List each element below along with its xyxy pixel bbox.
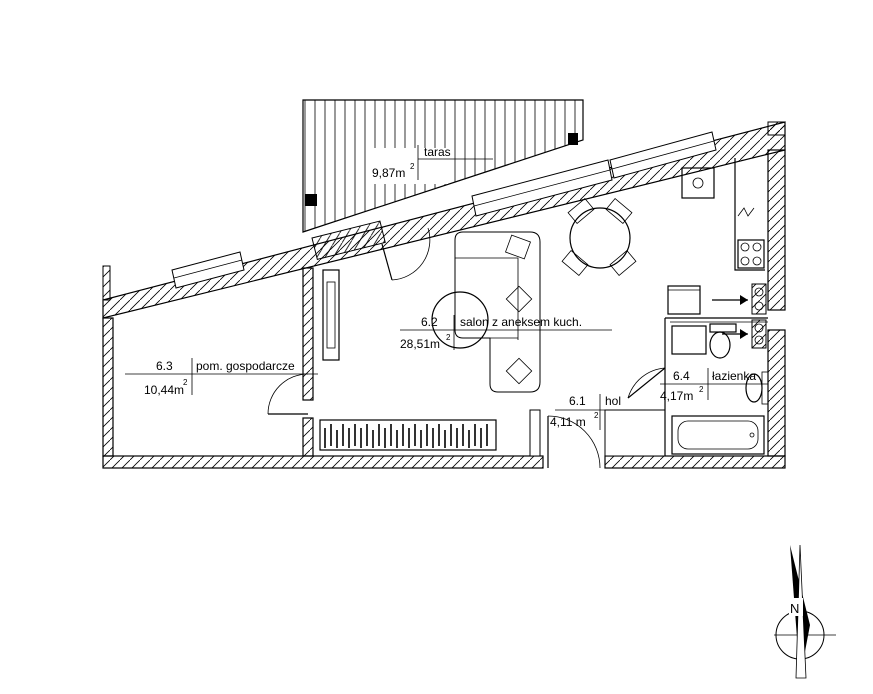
- terrace-door: [381, 227, 431, 281]
- north-arrow-icon: N: [774, 544, 836, 679]
- bathroom-door: [627, 367, 666, 399]
- hall-area-sup: 2: [594, 411, 599, 420]
- bathroom-area-sup: 2: [699, 385, 704, 394]
- kitchen-tap: [737, 207, 755, 217]
- doors: [267, 227, 666, 469]
- walls: [102, 149, 786, 469]
- utility-door: [267, 373, 309, 415]
- dining-set: [561, 198, 637, 276]
- kitchen-unit: [667, 158, 765, 315]
- hall-entry-door: [547, 415, 601, 469]
- terrace-post-right: [568, 133, 578, 145]
- roof-window-1: [171, 251, 245, 289]
- living-area: 28,51m: [400, 337, 440, 351]
- north-letter: N: [790, 601, 799, 616]
- roof-window-3: [609, 131, 717, 179]
- toilet: [709, 323, 737, 359]
- washing-machine: [671, 325, 707, 355]
- riser-arrow-1: [712, 283, 767, 315]
- roof-window-2: [471, 159, 613, 217]
- terrace-area-sup: 2: [410, 162, 415, 171]
- label-terrace: taras 9,87m 2: [372, 145, 493, 180]
- label-utility: 6.3 pom. gospodarcze 10,44m 2: [125, 358, 318, 397]
- living-number: 6.2: [421, 315, 438, 329]
- terrace-name: taras: [424, 145, 451, 159]
- terrace-label-box: [368, 148, 448, 184]
- sink: [681, 167, 715, 199]
- bathroom-name: łazienka: [712, 369, 756, 383]
- utility-name: pom. gospodarcze: [196, 359, 295, 373]
- boiler: [667, 285, 701, 315]
- utility-area: 10,44m: [144, 383, 184, 397]
- terrace-post-left: [305, 194, 317, 206]
- hall-area: 4,11 m: [550, 415, 586, 429]
- utility-number: 6.3: [156, 359, 173, 373]
- label-bathroom: 6.4 łazienka 4,17m 2: [660, 368, 768, 403]
- terrace: [302, 99, 584, 233]
- riser-arrow-2: [722, 319, 767, 349]
- hall-number: 6.1: [569, 394, 586, 408]
- terrace-area: 9,87m: [372, 166, 405, 180]
- living-name: salon z aneksem kuch.: [460, 315, 582, 329]
- bathroom-number: 6.4: [673, 369, 690, 383]
- bathroom-area: 4,17m: [660, 389, 693, 403]
- sofa: [454, 231, 541, 393]
- label-living: 6.2 salon z aneksem kuch. 28,51m 2: [400, 315, 612, 351]
- cooktop: [737, 239, 765, 269]
- coffee-table: [431, 291, 489, 349]
- living-area-sup: 2: [446, 333, 451, 342]
- label-hall: 6.1 hol 4,11 m 2: [550, 394, 640, 430]
- washbasin: [745, 371, 769, 405]
- sloped-roof-wall: [102, 121, 786, 319]
- utility-area-sup: 2: [183, 378, 188, 387]
- hall-name: hol: [605, 394, 621, 408]
- wardrobe-cabinet: [322, 269, 340, 361]
- radiator: [319, 419, 497, 451]
- bathtub: [671, 415, 765, 455]
- bathroom-fixtures: [671, 323, 769, 455]
